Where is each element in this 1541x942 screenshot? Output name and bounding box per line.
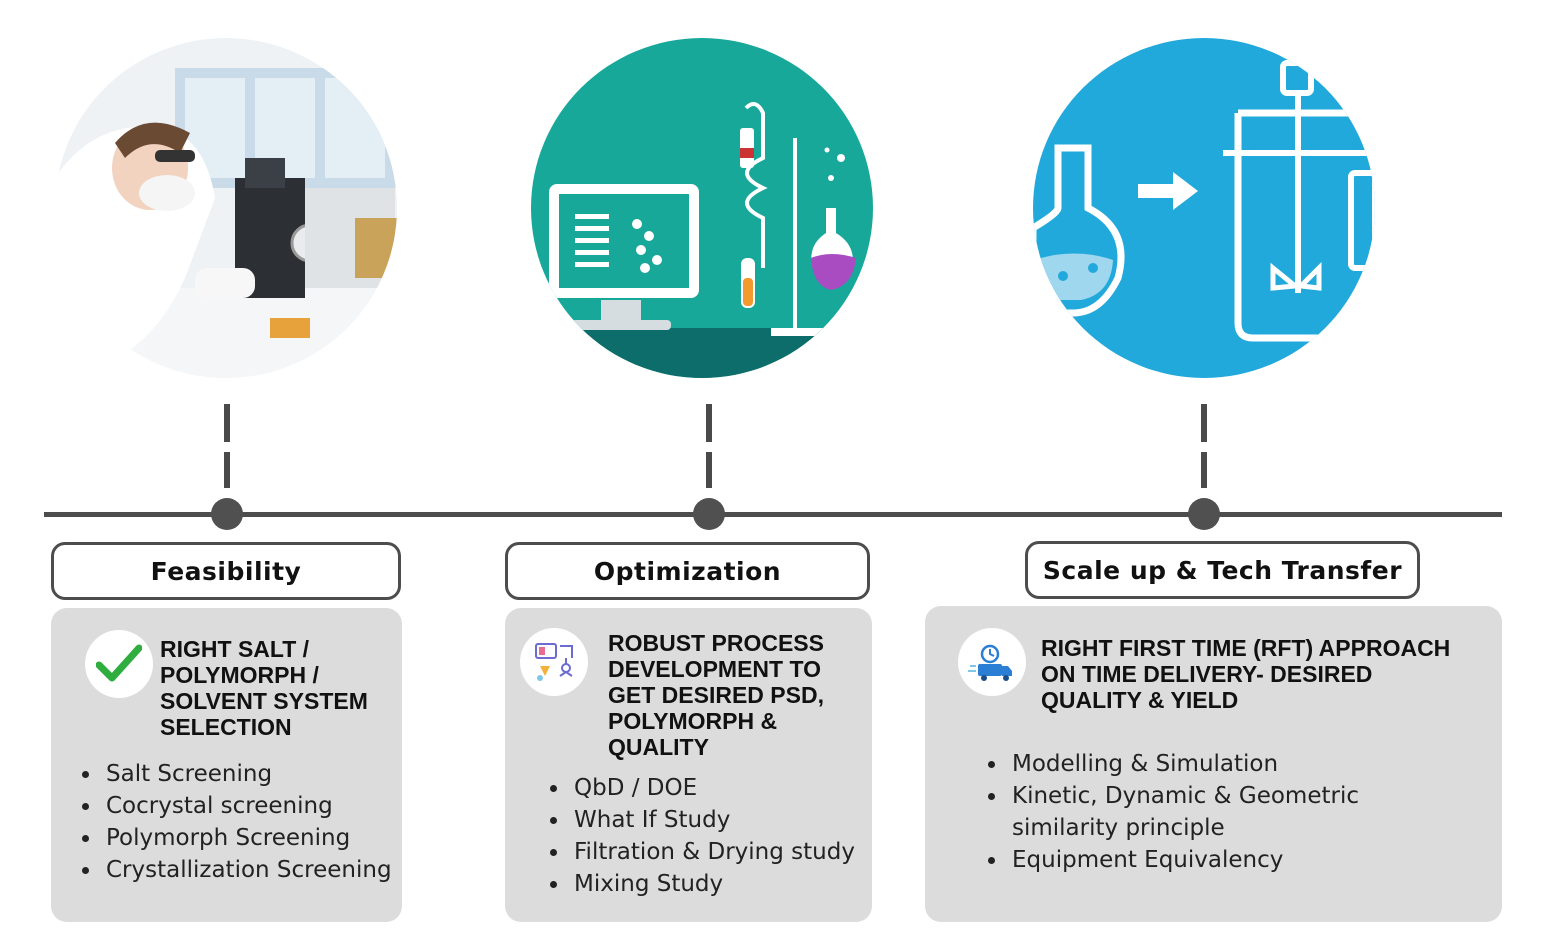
checkmark-icon bbox=[85, 630, 153, 698]
lab-scientist-image bbox=[55, 38, 397, 378]
timeline-node bbox=[1188, 498, 1220, 530]
process-design-icon bbox=[520, 628, 588, 696]
list-item: Crystallization Screening bbox=[102, 854, 447, 886]
list-item: Modelling & Simulation bbox=[1008, 748, 1428, 780]
connector-dash bbox=[706, 404, 712, 442]
list-item: Filtration & Drying study bbox=[570, 836, 920, 868]
list-item: What If Study bbox=[570, 804, 920, 836]
list-item: Kinetic, Dynamic & Geometric similarity … bbox=[1008, 780, 1428, 844]
optimization-headline: ROBUST PROCESS DEVELOPMENT TO GET DESIRE… bbox=[608, 630, 824, 760]
scale-up-image bbox=[1033, 38, 1375, 378]
timeline-node bbox=[211, 498, 243, 530]
scale-up-headline: RIGHT FIRST TIME (RFT) APPROACH ON TIME … bbox=[1041, 635, 1451, 713]
timeline-line bbox=[44, 512, 1502, 517]
stage-label-optimization: Optimization bbox=[505, 542, 870, 600]
stage-label-feasibility: Feasibility bbox=[51, 542, 401, 600]
scale-up-bullet-list: Modelling & Simulation Kinetic, Dynamic … bbox=[958, 748, 1428, 876]
feasibility-bullet-list: Salt Screening Cocrystal screening Polym… bbox=[52, 758, 447, 886]
list-item: Mixing Study bbox=[570, 868, 920, 900]
feasibility-headline: RIGHT SALT / POLYMORPH / SOLVENT SYSTEM … bbox=[160, 636, 368, 740]
delivery-truck-icon bbox=[958, 628, 1026, 696]
list-item: Cocrystal screening bbox=[102, 790, 447, 822]
connector-dash bbox=[224, 452, 230, 488]
optimization-bullet-list: QbD / DOE What If Study Filtration & Dry… bbox=[520, 772, 920, 900]
list-item: Salt Screening bbox=[102, 758, 447, 790]
connector-dash bbox=[706, 452, 712, 488]
timeline-node bbox=[693, 498, 725, 530]
stage-label-scale-up: Scale up & Tech Transfer bbox=[1025, 541, 1420, 599]
list-item: QbD / DOE bbox=[570, 772, 920, 804]
connector-dash bbox=[1201, 452, 1207, 488]
list-item: Polymorph Screening bbox=[102, 822, 447, 854]
list-item: Equipment Equivalency bbox=[1008, 844, 1428, 876]
connector-dash bbox=[224, 404, 230, 442]
connector-dash bbox=[1201, 404, 1207, 442]
process-development-image bbox=[531, 38, 873, 378]
